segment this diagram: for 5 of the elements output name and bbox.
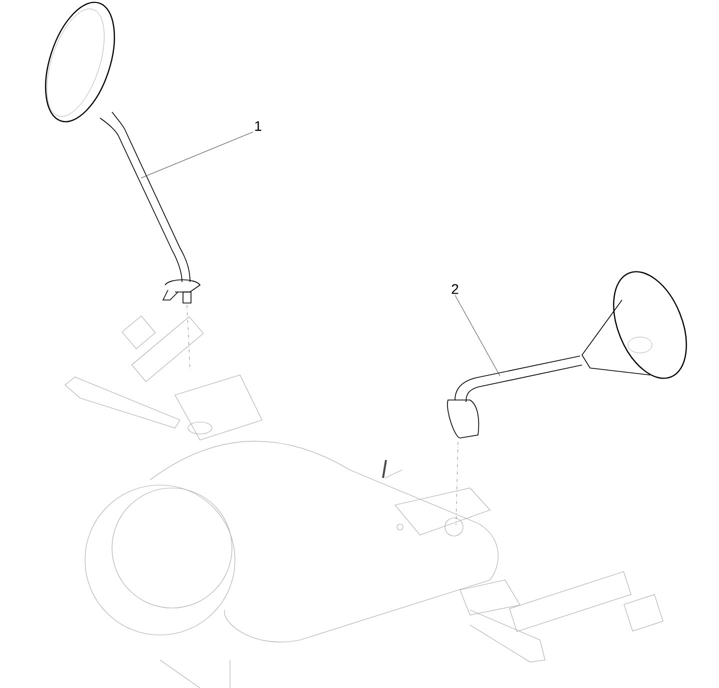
mirror-drawing [45, 2, 200, 304]
callout-number: 1 [255, 121, 262, 131]
leader-line [140, 132, 254, 178]
mirror-drawing [447, 271, 687, 438]
leader-line [454, 294, 500, 376]
